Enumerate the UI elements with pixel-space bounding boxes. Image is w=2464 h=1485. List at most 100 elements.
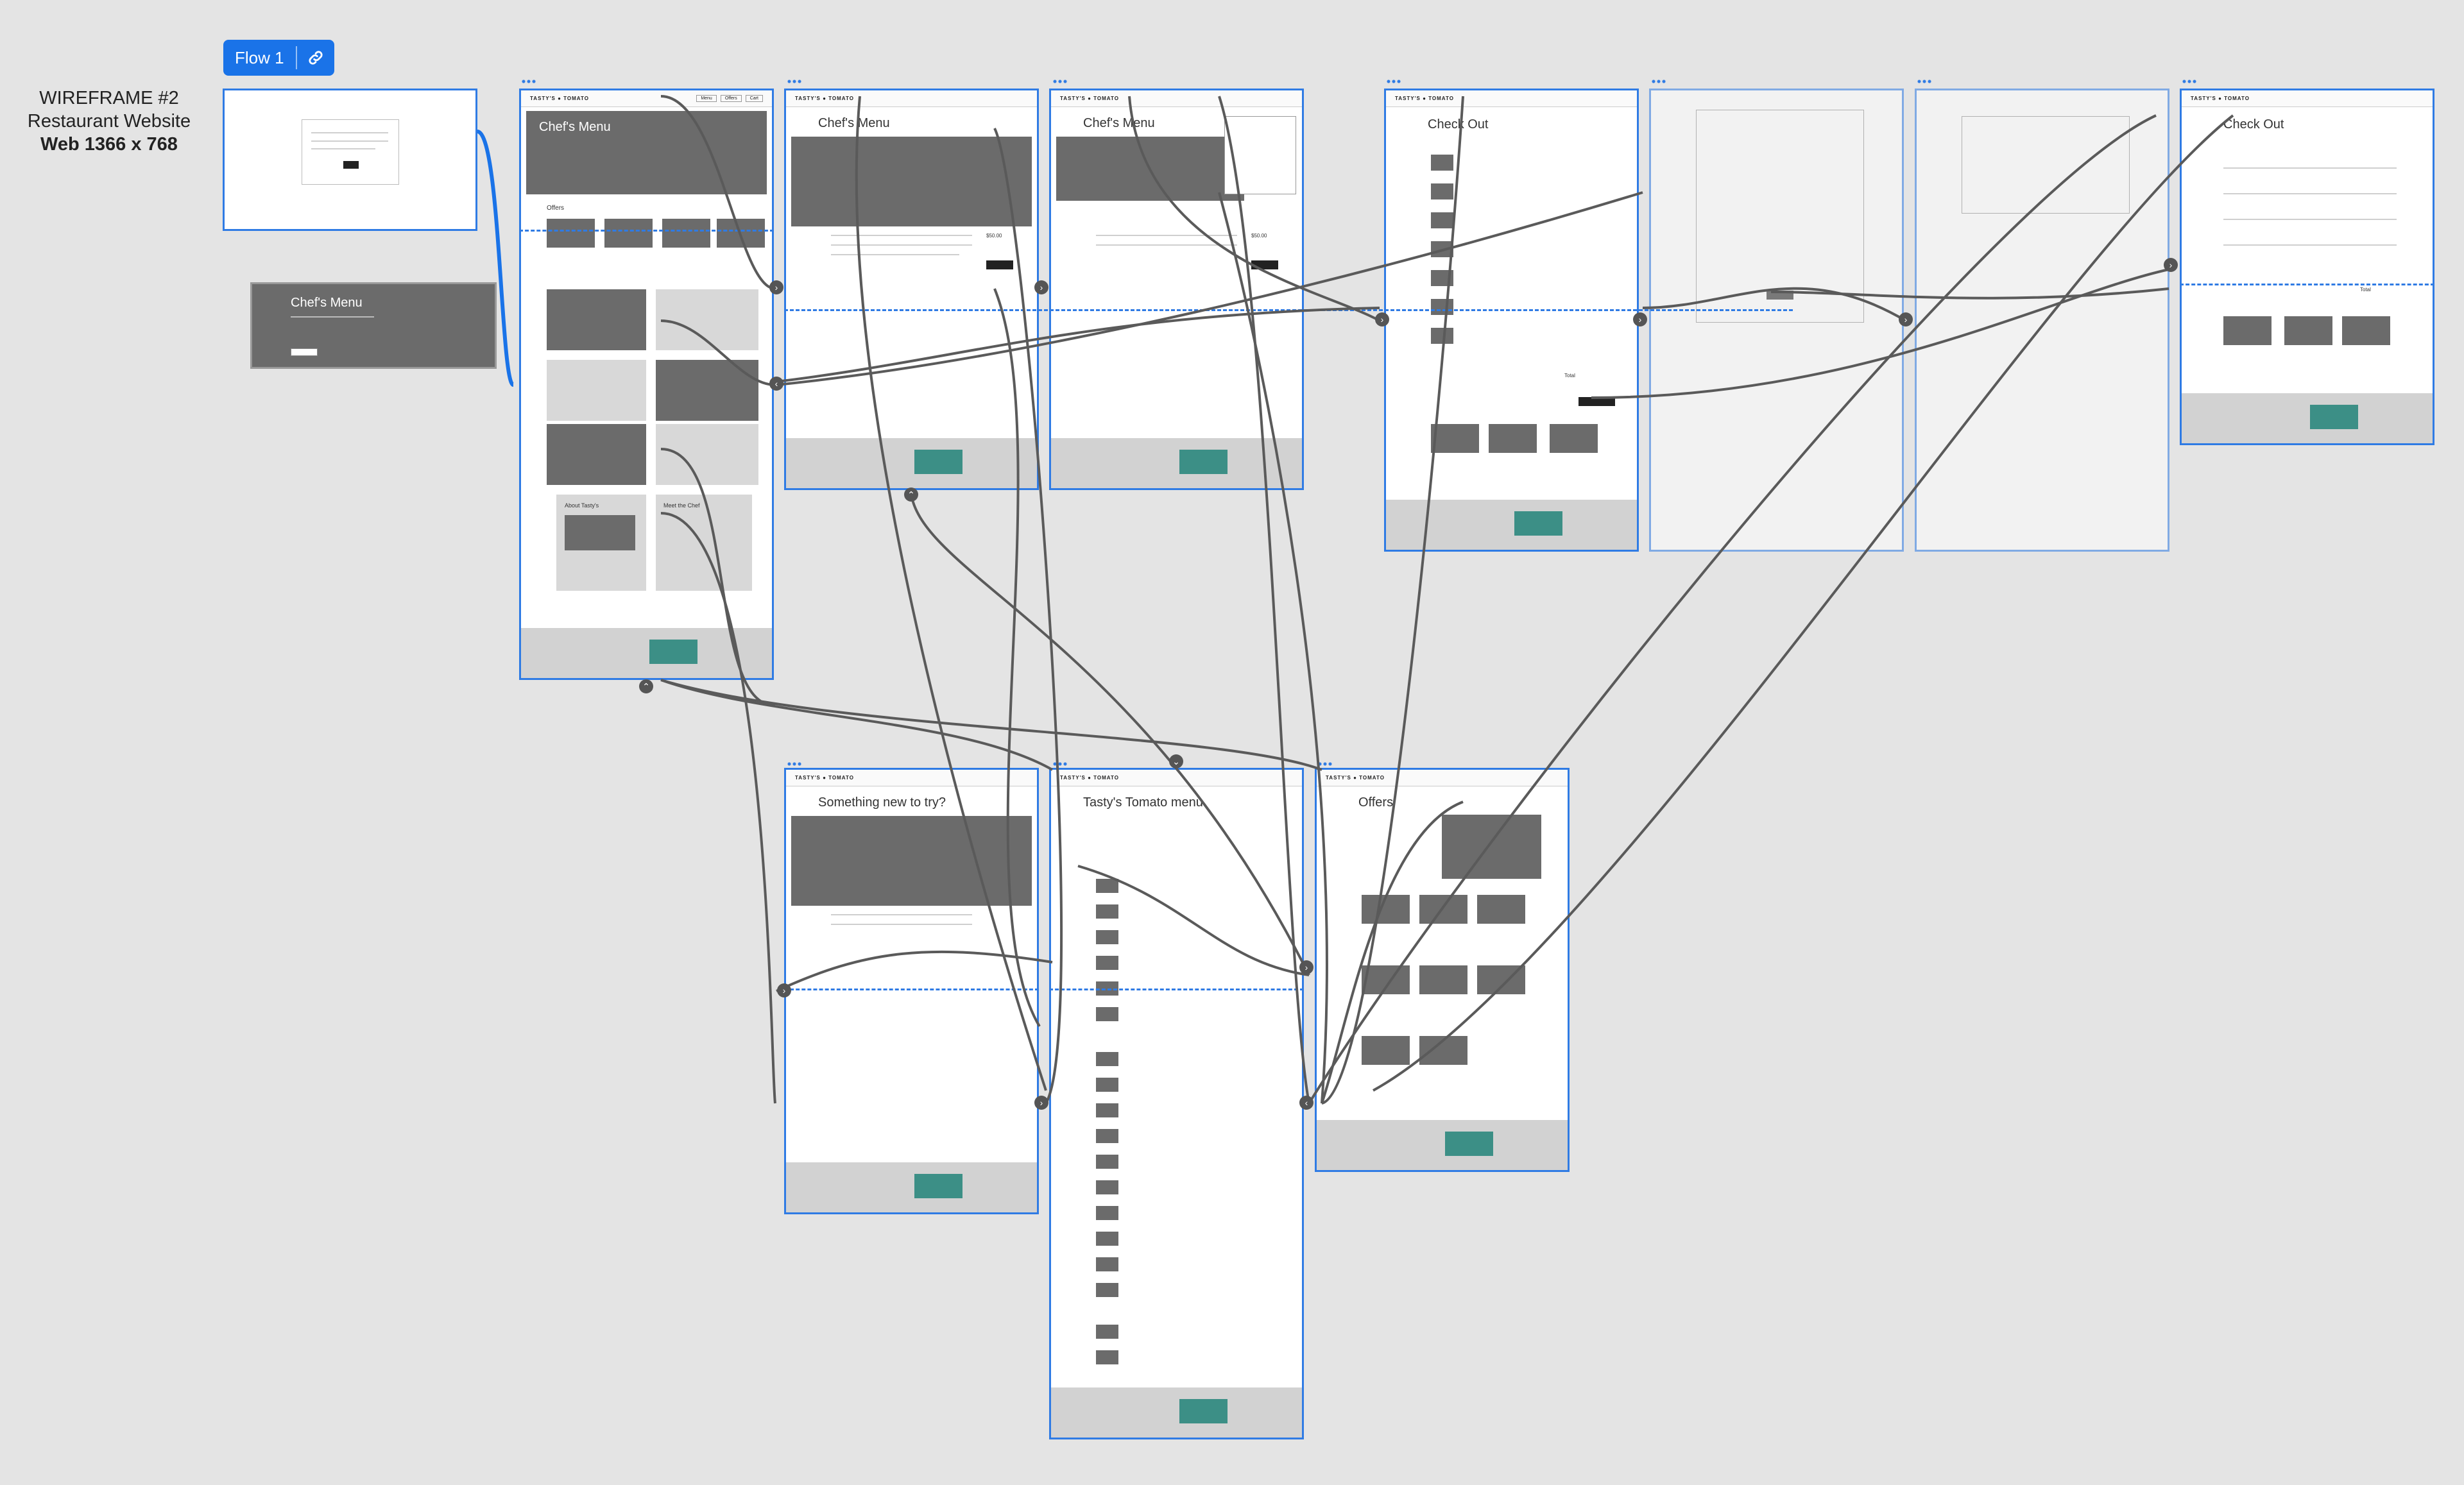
- order-line: [2223, 244, 2397, 246]
- order-line: [2223, 219, 2397, 220]
- suggested-image: [1431, 424, 1479, 453]
- nav-item[interactable]: Menu: [696, 95, 717, 102]
- popup-button[interactable]: [343, 161, 359, 169]
- nav-item[interactable]: Offers: [720, 95, 742, 102]
- board-chefs-menu-2[interactable]: TASTY'S ● TOMATO Chef's Menu $50.00: [1049, 89, 1304, 490]
- board-offers-handle: [1317, 761, 1333, 767]
- site-header: TASTY'S ● TOMATO: [1386, 90, 1637, 107]
- cart-item-image: [1431, 155, 1453, 171]
- connector-node[interactable]: ›: [2164, 258, 2178, 272]
- suggested-image: [1489, 424, 1537, 453]
- fold-line: [784, 309, 1793, 311]
- board-banner[interactable]: Chef's Menu: [250, 282, 497, 369]
- footer-map: [1514, 511, 1562, 536]
- link-icon[interactable]: [297, 40, 334, 76]
- connector-node[interactable]: ‹: [1299, 1096, 1313, 1110]
- add-to-cart-button[interactable]: [986, 260, 1013, 269]
- connector-node[interactable]: ›: [1633, 312, 1647, 327]
- flow-chip[interactable]: Flow 1: [223, 40, 334, 76]
- footer-map: [1179, 1399, 1228, 1423]
- checkout-final-total: Total: [2360, 287, 2371, 293]
- menu-item-image: [1096, 1078, 1118, 1092]
- board-confirmation[interactable]: [1915, 89, 2169, 552]
- footer-map: [649, 640, 697, 664]
- board-tasty-menu-handle: [1052, 761, 1068, 767]
- feature-image: [547, 289, 646, 350]
- board-something-new[interactable]: TASTY'S ● TOMATO Something new to try?: [784, 768, 1039, 1214]
- offer-image: [662, 219, 710, 248]
- flow-label[interactable]: Flow 1: [235, 47, 284, 67]
- content-line: [831, 914, 972, 915]
- tasty-menu-title: Tasty's Tomato menu: [1083, 795, 1203, 810]
- cart-item-image: [1431, 183, 1453, 199]
- something-new-title: Something new to try?: [818, 795, 946, 810]
- connector-node[interactable]: ›: [1375, 312, 1389, 327]
- board-checkout-final[interactable]: TASTY'S ● TOMATO Check Out Total: [2180, 89, 2434, 445]
- feature-text-box: [656, 424, 758, 485]
- connector-node[interactable]: ›: [1034, 1096, 1048, 1110]
- site-logo: TASTY'S ● TOMATO: [795, 96, 854, 101]
- site-header: TASTY'S ● TOMATO: [1051, 770, 1302, 786]
- board-checkout-handle: [1386, 78, 1401, 85]
- offer-card-image: [1419, 965, 1467, 994]
- popup-dialog: [302, 119, 399, 185]
- connector-node[interactable]: ›: [777, 983, 791, 997]
- board-payment[interactable]: [1649, 89, 1904, 552]
- menu-item-image: [1096, 956, 1118, 970]
- content-line: [831, 924, 972, 925]
- connector-node[interactable]: ›: [1034, 280, 1048, 294]
- connector-node[interactable]: ›: [1299, 960, 1313, 974]
- about-heading: About Tasty's: [565, 502, 599, 509]
- board-tasty-menu[interactable]: TASTY'S ● TOMATO Tasty's Tomato menu: [1049, 768, 1304, 1439]
- offer-image: [547, 219, 595, 248]
- board-payment-handle: [1651, 78, 1666, 85]
- offer-card-image: [1419, 1036, 1467, 1065]
- nav-item[interactable]: Cart: [745, 95, 763, 102]
- menu-item-image: [1096, 930, 1118, 944]
- menu-item-image: [1096, 1155, 1118, 1169]
- offers-heading: Offers: [547, 205, 565, 212]
- banner-button[interactable]: [291, 348, 318, 356]
- connector-node[interactable]: ⌃: [904, 488, 918, 502]
- banner-hero-title: Chef's Menu: [291, 296, 363, 310]
- footer-map: [914, 450, 963, 474]
- home-hero-title: Chef's Menu: [539, 120, 611, 134]
- site-header: TASTY'S ● TOMATO: [786, 90, 1037, 107]
- board-chefs-menu-1[interactable]: TASTY'S ● TOMATO Chef's Menu $50.00: [784, 89, 1039, 490]
- connector-node[interactable]: ⌃: [639, 679, 653, 693]
- checkout-button[interactable]: [1579, 397, 1615, 406]
- connector-node[interactable]: ›: [769, 280, 783, 294]
- offer-card-image: [1362, 895, 1410, 924]
- site-logo: TASTY'S ● TOMATO: [1060, 96, 1119, 101]
- feature-text-box: [656, 289, 758, 350]
- confirm-button[interactable]: [1767, 291, 1793, 300]
- cart-item-image: [1431, 270, 1453, 286]
- chefs-menu-hero: [1056, 137, 1244, 201]
- site-footer: [521, 628, 772, 678]
- feature-image: [656, 360, 758, 421]
- add-to-cart-button[interactable]: [1251, 260, 1278, 269]
- board-checkout[interactable]: TASTY'S ● TOMATO Check Out Total: [1384, 89, 1639, 552]
- fold-line: [2180, 284, 2434, 285]
- meet-box: [656, 495, 752, 591]
- footer-map: [1445, 1132, 1493, 1156]
- checkout-total-label: Total: [1564, 373, 1575, 378]
- board-popup[interactable]: [223, 89, 477, 231]
- menu-item-image: [1096, 1206, 1118, 1220]
- connector-node[interactable]: ‹: [769, 377, 783, 391]
- order-line: [2223, 167, 2397, 169]
- popup-text-line: [311, 140, 388, 142]
- connector-node[interactable]: ›: [1899, 312, 1913, 327]
- dropdown-panel: [1224, 116, 1296, 194]
- offer-image: [717, 219, 765, 248]
- board-offers[interactable]: TASTY'S ● TOMATO Offers: [1315, 768, 1570, 1172]
- site-header: TASTY'S ● TOMATO: [2182, 90, 2433, 107]
- cart-item-image: [1431, 299, 1453, 315]
- offer-image: [604, 219, 653, 248]
- menu-item-image: [1096, 1180, 1118, 1194]
- offer-card-image: [1419, 895, 1467, 924]
- board-home-handle: [521, 78, 536, 85]
- connector-node[interactable]: ⌄: [1169, 754, 1183, 768]
- site-footer: [1051, 438, 1302, 488]
